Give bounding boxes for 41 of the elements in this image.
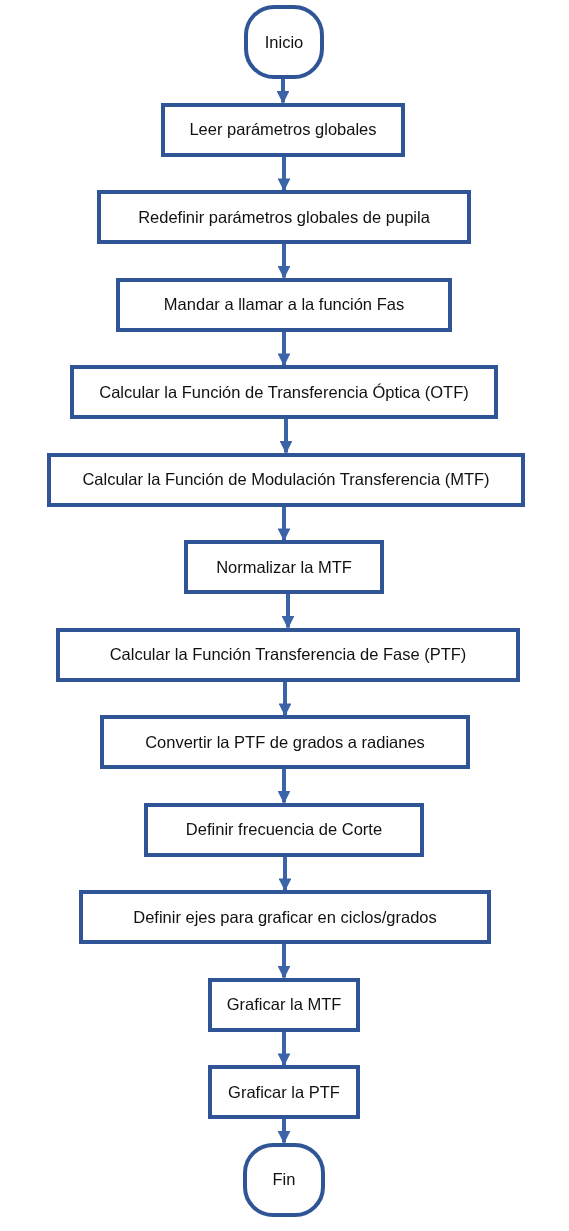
arrow — [278, 681, 292, 717]
terminal-box — [243, 1142, 325, 1217]
arrow — [279, 419, 293, 454]
node-text: Definir frecuencia de Corte — [185, 820, 383, 839]
node-text: Convertir la PTF de grados a radianes — [145, 732, 425, 752]
arrow — [277, 1119, 291, 1144]
process-box — [208, 977, 360, 1032]
arrow — [277, 331, 291, 367]
process-box — [100, 715, 470, 769]
node-text: Calcular la Función de Modulación Transferencia (MTF) — [82, 470, 490, 489]
arrow — [276, 79, 290, 104]
node-text: Graficar la PTF — [228, 1082, 340, 1102]
node-text: Calcular la Función de Transferencia Óptica (OTF) — [99, 382, 469, 402]
node-text: Inicio — [264, 32, 304, 52]
process-box — [184, 540, 384, 594]
process-box — [97, 190, 471, 244]
arrow — [277, 244, 291, 279]
process-box — [144, 802, 424, 857]
node-text: Redefinir parámetros globales de pupila — [138, 207, 430, 227]
arrow — [277, 769, 291, 804]
arrow — [277, 944, 291, 979]
node-text: Leer parámetros globales — [189, 120, 377, 139]
node-text: Mandar a llamar a la función Fas — [163, 295, 405, 314]
node-text: Calcular la Función Transferencia de Fase (PTF) — [109, 645, 467, 664]
node-text: Normalizar la MTF — [216, 557, 352, 577]
process-box — [208, 1065, 360, 1119]
arrow — [278, 856, 292, 892]
node-text: Graficar la MTF — [226, 995, 342, 1014]
arrow — [281, 594, 295, 629]
arrow — [277, 1031, 291, 1067]
process-box — [47, 452, 525, 507]
process-box — [56, 627, 520, 682]
process-box — [116, 277, 452, 332]
process-box — [79, 890, 491, 944]
arrow — [277, 156, 291, 192]
process-box — [70, 365, 498, 419]
arrow — [277, 506, 291, 542]
terminal-box — [244, 5, 324, 79]
node-text: Fin — [272, 1170, 296, 1189]
process-box — [161, 102, 405, 157]
node-text: Definir ejes para graficar en ciclos/grados — [133, 907, 437, 927]
